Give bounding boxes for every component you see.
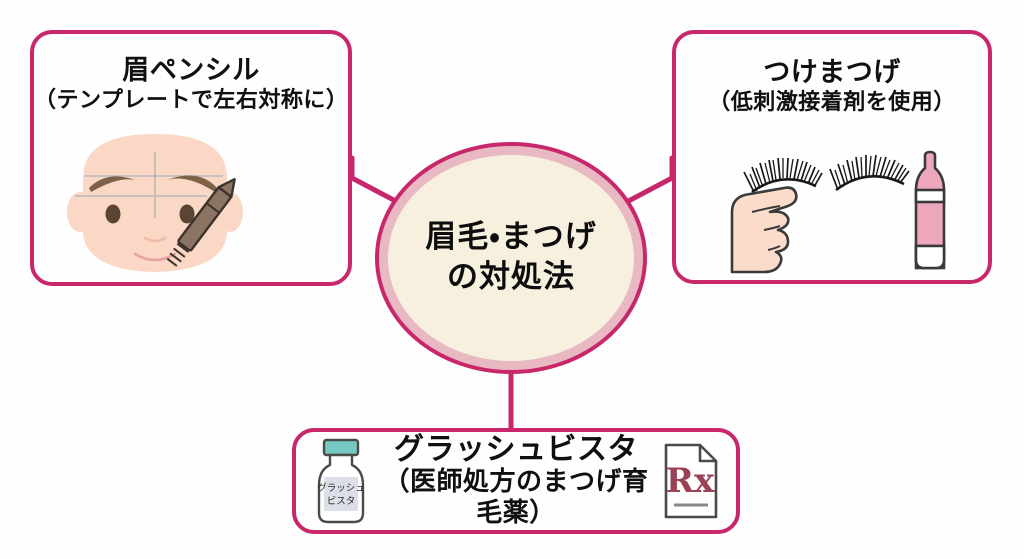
node-brow-pencil-title-group: 眉ペンシル （テンプレートで左右対称に） [34,34,348,115]
brow-template-guides [75,152,223,218]
eyebrow-right-shape [167,175,217,192]
center-hub-line2: の対処法 [447,259,575,295]
hand-icon [730,186,798,274]
node-glassvista-subtitle: （医師処方のまつげ育毛薬） [383,467,649,529]
eyebrow-pencil-icon [166,178,236,267]
false-eyelash-strip-icon-right [829,154,910,192]
prescription-rx-icon: Rx [664,443,718,519]
node-brow-pencil-subtitle: （テンプレートで左右対称に） [34,88,349,114]
rx-page-shape [664,443,718,519]
node-false-lash-title-group: つけまつげ （低刺激接着剤を使用） [676,34,988,117]
bottle-label-shape [324,477,358,511]
node-false-lash-title: つけまつげ [763,57,901,88]
bottle-label-line1: グラッシュ [317,482,365,494]
node-glassvista-title-group: グラッシュビスタ （医師処方のまつげ育毛薬） [380,431,652,530]
node-glassvista[interactable]: グラッシュ ビスタ グラッシュビスタ （医師処方のまつげ育毛薬） Rx [292,428,740,534]
nose-shape [143,236,167,243]
bottle-label-line2: ビスタ [327,496,356,507]
glue-bottle-top-band [914,188,946,204]
mouth-shape [133,252,177,262]
node-glassvista-title: グラッシュビスタ [394,431,638,467]
node-false-lash-subtitle: （低刺激接着剤を使用） [708,90,956,116]
eyebrow-left-shape [89,176,135,192]
bottle-cap-shape [322,438,360,457]
medicine-bottle-icon: グラッシュ ビスタ [317,438,365,524]
center-hub[interactable]: 眉毛・まつげ の対処法 [375,142,647,374]
eye-right-shape [179,204,195,224]
lash-glue-bottle-icon [914,150,946,270]
node-brow-pencil-title: 眉ペンシル [122,55,260,86]
center-hub-line1: 眉毛・まつげ [425,219,597,256]
rx-symbol: Rx [666,461,715,501]
false-eyelash-strip-icon-left [743,157,823,194]
rx-page-fold [698,445,716,463]
eye-left-shape [105,204,121,224]
false-lash-illustration [730,150,946,274]
face-illustration [67,134,243,272]
